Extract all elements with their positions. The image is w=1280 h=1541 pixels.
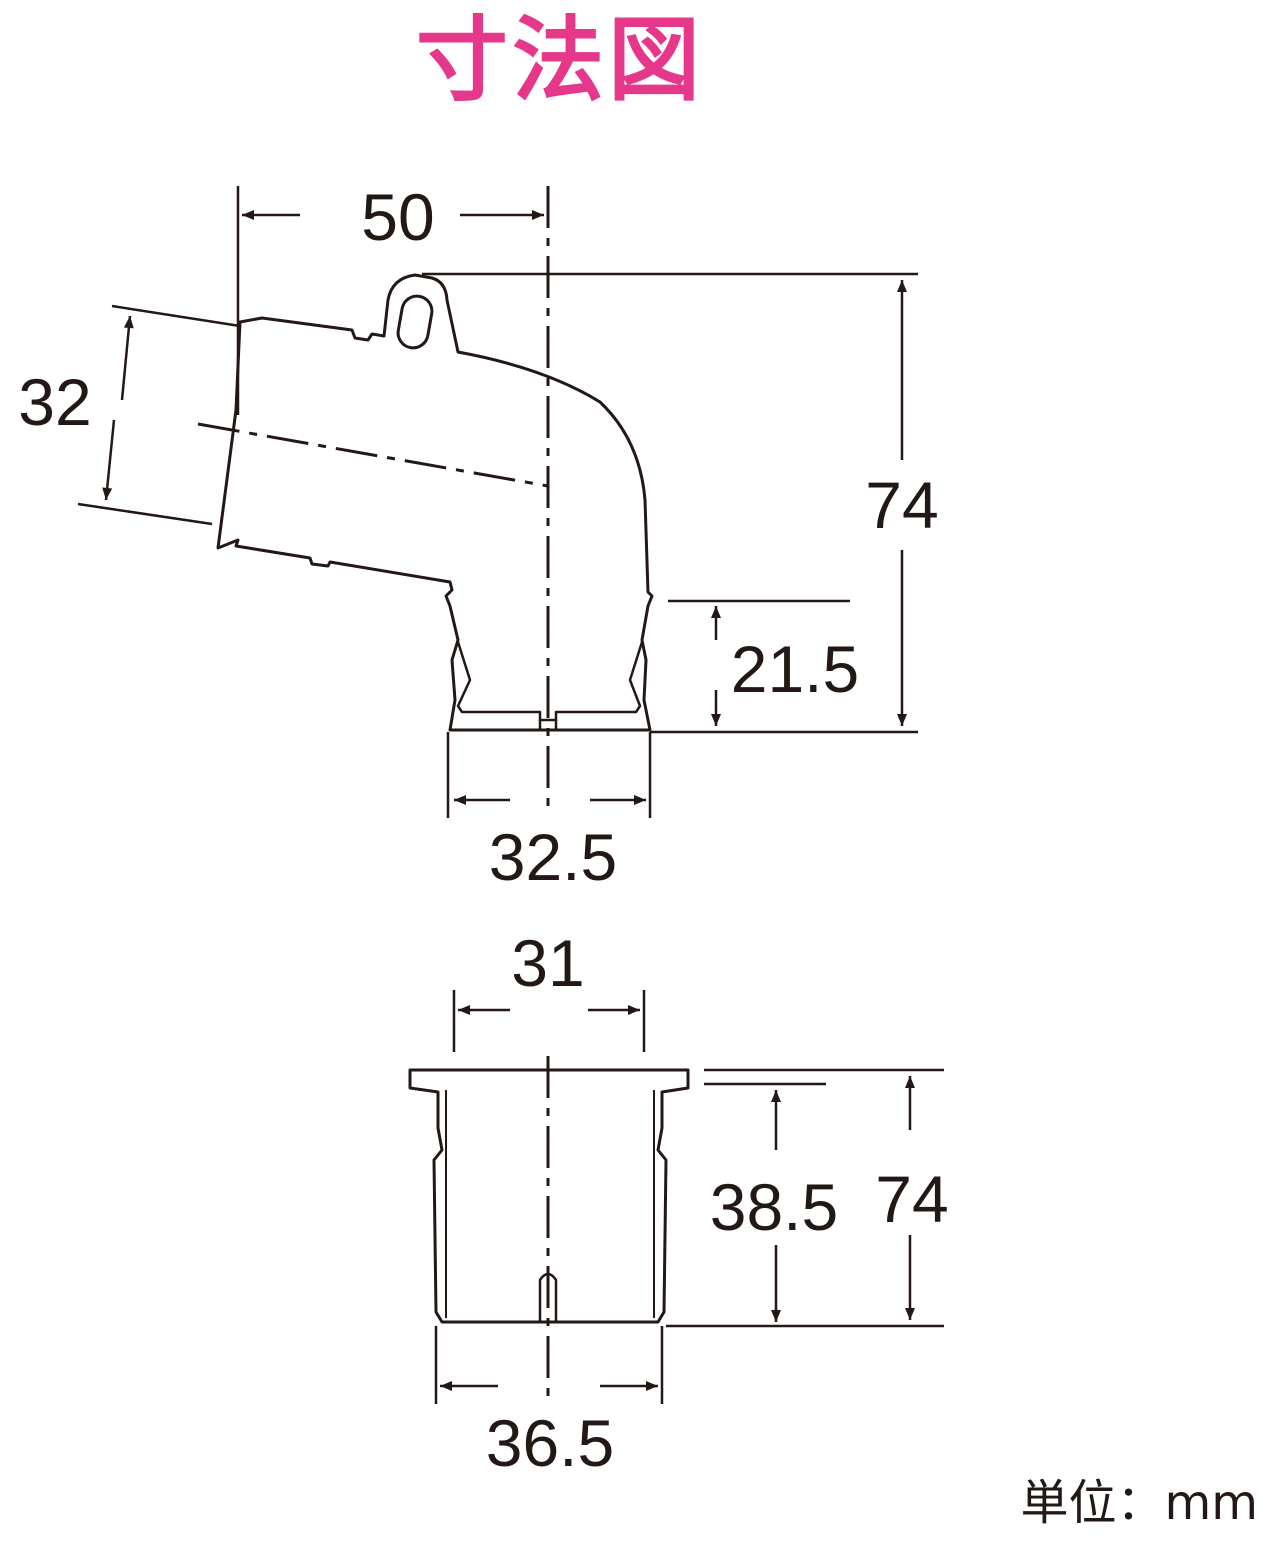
dim-32 (77, 304, 241, 526)
dim-21-5-label: 21.5 (731, 632, 859, 706)
dim-32-5 (446, 732, 652, 818)
dim-74-top-label: 74 (865, 468, 938, 542)
center-lines (197, 186, 550, 1400)
socket-center-rib (538, 1272, 558, 1322)
dim-32-5-label: 32.5 (489, 820, 617, 894)
dim-74-bottom (666, 1068, 944, 1328)
dim-50 (236, 186, 550, 415)
dim-74-top (422, 272, 918, 734)
page-title: 寸法図 (415, 7, 704, 114)
dim-36-5-label: 36.5 (486, 1406, 614, 1480)
dim-31-label: 31 (511, 926, 584, 1000)
hanger-slot (396, 294, 434, 350)
dim-21-5 (668, 599, 850, 726)
socket-flange (408, 1068, 690, 1324)
unit-label: 単位：mm (1020, 1475, 1258, 1531)
dim-36-5 (434, 1326, 664, 1404)
socket-fitting-drawing (408, 1068, 690, 1324)
dim-38-5 (704, 1082, 826, 1322)
dim-32-label: 32 (18, 365, 91, 439)
dim-50-label: 50 (361, 180, 434, 254)
dim-74-bottom-label: 74 (875, 1162, 948, 1236)
dim-38-5-label: 38.5 (710, 1170, 838, 1244)
dim-31 (452, 990, 646, 1052)
elbow-fitting-drawing (216, 273, 654, 732)
elbow-outline (216, 273, 654, 732)
